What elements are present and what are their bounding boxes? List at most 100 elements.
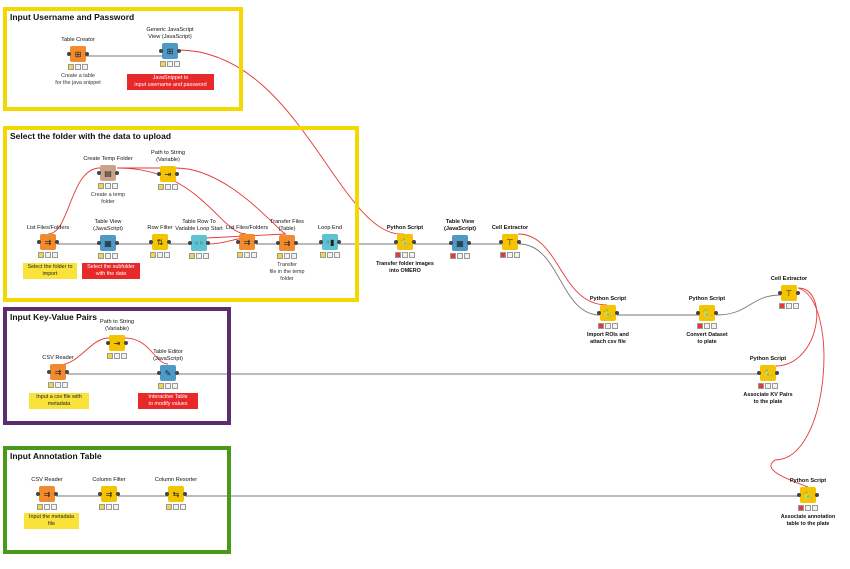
output-port-icon[interactable]: [796, 291, 800, 295]
output-port-icon[interactable]: [175, 172, 179, 176]
output-port-icon[interactable]: [775, 371, 779, 375]
output-port-icon[interactable]: [615, 311, 619, 315]
group-input-annotation-table[interactable]: Input Annotation Table: [3, 446, 231, 554]
node-icon[interactable]: ▦: [97, 235, 119, 251]
node-icon[interactable]: 🐍: [394, 234, 416, 250]
input-port-icon[interactable]: [165, 492, 169, 496]
input-port-icon[interactable]: [47, 370, 51, 374]
input-port-icon[interactable]: [797, 493, 801, 497]
node-column-resorter[interactable]: Column Resorter⇆: [116, 477, 236, 510]
node-loop-end[interactable]: Loop End◦▮: [270, 225, 390, 258]
output-port-icon[interactable]: [115, 241, 119, 245]
output-port-icon[interactable]: [337, 240, 341, 244]
input-port-icon[interactable]: [98, 492, 102, 496]
node-icon[interactable]: ⊤: [778, 285, 800, 301]
node-icon[interactable]: ◦▮: [319, 234, 341, 250]
input-port-icon[interactable]: [276, 241, 280, 245]
output-port-icon[interactable]: [815, 493, 819, 497]
node-path-to-string-variable[interactable]: Path to String (Variable)⇥: [108, 150, 228, 190]
group-input-kv-pairs[interactable]: Input Key-Value Pairs: [3, 307, 231, 425]
node-python-script[interactable]: Python Script🐍Associate KV Pairs to the …: [708, 356, 828, 406]
node-python-script[interactable]: Python Script🐍Import ROIs and attach csv…: [548, 296, 668, 346]
node-icon[interactable]: ⇅: [149, 234, 171, 250]
output-port-icon[interactable]: [183, 492, 187, 496]
input-port-icon[interactable]: [97, 171, 101, 175]
output-port-icon[interactable]: [175, 371, 179, 375]
node-icon[interactable]: ⇉: [236, 234, 258, 250]
node-icon[interactable]: ▦: [449, 235, 471, 251]
node-icon[interactable]: 🐍: [757, 365, 779, 381]
input-port-icon[interactable]: [36, 492, 40, 496]
node-python-script[interactable]: Python Script🐍Convert Dataset to plate: [647, 296, 767, 346]
node-list-files-folders[interactable]: List Files/Folders⇉: [0, 225, 108, 258]
output-port-icon[interactable]: [254, 240, 258, 244]
node-list-files-folders[interactable]: List Files/Folders⇉: [187, 225, 307, 258]
output-port-icon[interactable]: [124, 341, 128, 345]
node-csv-reader[interactable]: CSV Reader⇉: [0, 477, 107, 510]
output-port-icon[interactable]: [55, 240, 59, 244]
input-port-icon[interactable]: [597, 311, 601, 315]
node-icon[interactable]: ✎: [157, 365, 179, 381]
node-table-editor[interactable]: Table Editor (JavaScript)✎: [108, 349, 228, 389]
input-port-icon[interactable]: [449, 241, 453, 245]
node-icon[interactable]: ⇆: [165, 486, 187, 502]
output-port-icon[interactable]: [65, 370, 69, 374]
node-icon[interactable]: 🐍: [797, 487, 819, 503]
node-table-creator[interactable]: Table Creator⊞Create a table for the jav…: [18, 37, 138, 87]
node-icon[interactable]: ⊞: [159, 43, 181, 59]
output-port-icon[interactable]: [115, 171, 119, 175]
node-table-view[interactable]: Table View (JavaScript)▦: [400, 219, 520, 259]
output-port-icon[interactable]: [294, 241, 298, 245]
output-port-icon[interactable]: [167, 240, 171, 244]
node-variable-loop-start[interactable]: Table Row To Variable Loop Start◦◦: [139, 219, 259, 259]
output-port-icon[interactable]: [517, 240, 521, 244]
node-column-filter[interactable]: Column Filter⇉: [49, 477, 169, 510]
input-port-icon[interactable]: [236, 240, 240, 244]
input-port-icon[interactable]: [106, 341, 110, 345]
input-port-icon[interactable]: [499, 240, 503, 244]
node-icon[interactable]: ▤: [97, 165, 119, 181]
output-port-icon[interactable]: [54, 492, 58, 496]
output-port-icon[interactable]: [206, 241, 210, 245]
node-row-filter[interactable]: Row Filter⇅: [100, 225, 220, 258]
node-icon[interactable]: ⇥: [157, 166, 179, 182]
node-icon[interactable]: ⇥: [106, 335, 128, 351]
node-python-script[interactable]: Python Script🐍Transfer folder images int…: [345, 225, 465, 275]
node-icon[interactable]: ⇉: [98, 486, 120, 502]
input-port-icon[interactable]: [757, 371, 761, 375]
node-icon[interactable]: ⇉: [276, 235, 298, 251]
node-icon[interactable]: ◦◦: [188, 235, 210, 251]
node-cell-extractor[interactable]: Cell Extractor⊤: [729, 276, 849, 309]
input-port-icon[interactable]: [37, 240, 41, 244]
node-icon[interactable]: 🐍: [597, 305, 619, 321]
node-path-to-string-variable[interactable]: Path to String (Variable)⇥: [57, 319, 177, 359]
node-icon[interactable]: ⊞: [67, 46, 89, 62]
input-port-icon[interactable]: [67, 52, 71, 56]
output-port-icon[interactable]: [467, 241, 471, 245]
node-transfer-files[interactable]: Transfer Files (Table)⇉Transfer file in …: [227, 219, 347, 283]
node-table-view[interactable]: Table View (JavaScript)▦: [48, 219, 168, 259]
node-create-temp-folder[interactable]: Create Temp Folder▤Create a temp folder: [48, 156, 168, 206]
input-port-icon[interactable]: [778, 291, 782, 295]
node-icon[interactable]: ⇉: [37, 234, 59, 250]
node-icon[interactable]: ⇉: [36, 486, 58, 502]
input-port-icon[interactable]: [157, 371, 161, 375]
input-port-icon[interactable]: [394, 240, 398, 244]
input-port-icon[interactable]: [188, 241, 192, 245]
node-csv-reader[interactable]: CSV Reader⇉: [0, 355, 118, 388]
group-input-username-password[interactable]: Input Username and Password: [3, 7, 243, 111]
node-icon[interactable]: ⊤: [499, 234, 521, 250]
input-port-icon[interactable]: [159, 49, 163, 53]
output-port-icon[interactable]: [85, 52, 89, 56]
output-port-icon[interactable]: [116, 492, 120, 496]
output-port-icon[interactable]: [412, 240, 416, 244]
node-icon[interactable]: 🐍: [696, 305, 718, 321]
input-port-icon[interactable]: [157, 172, 161, 176]
node-icon[interactable]: ⇉: [47, 364, 69, 380]
input-port-icon[interactable]: [696, 311, 700, 315]
output-port-icon[interactable]: [714, 311, 718, 315]
input-port-icon[interactable]: [97, 241, 101, 245]
input-port-icon[interactable]: [319, 240, 323, 244]
node-python-script[interactable]: Python Script🐍Associate annotation table…: [748, 478, 850, 528]
input-port-icon[interactable]: [149, 240, 153, 244]
